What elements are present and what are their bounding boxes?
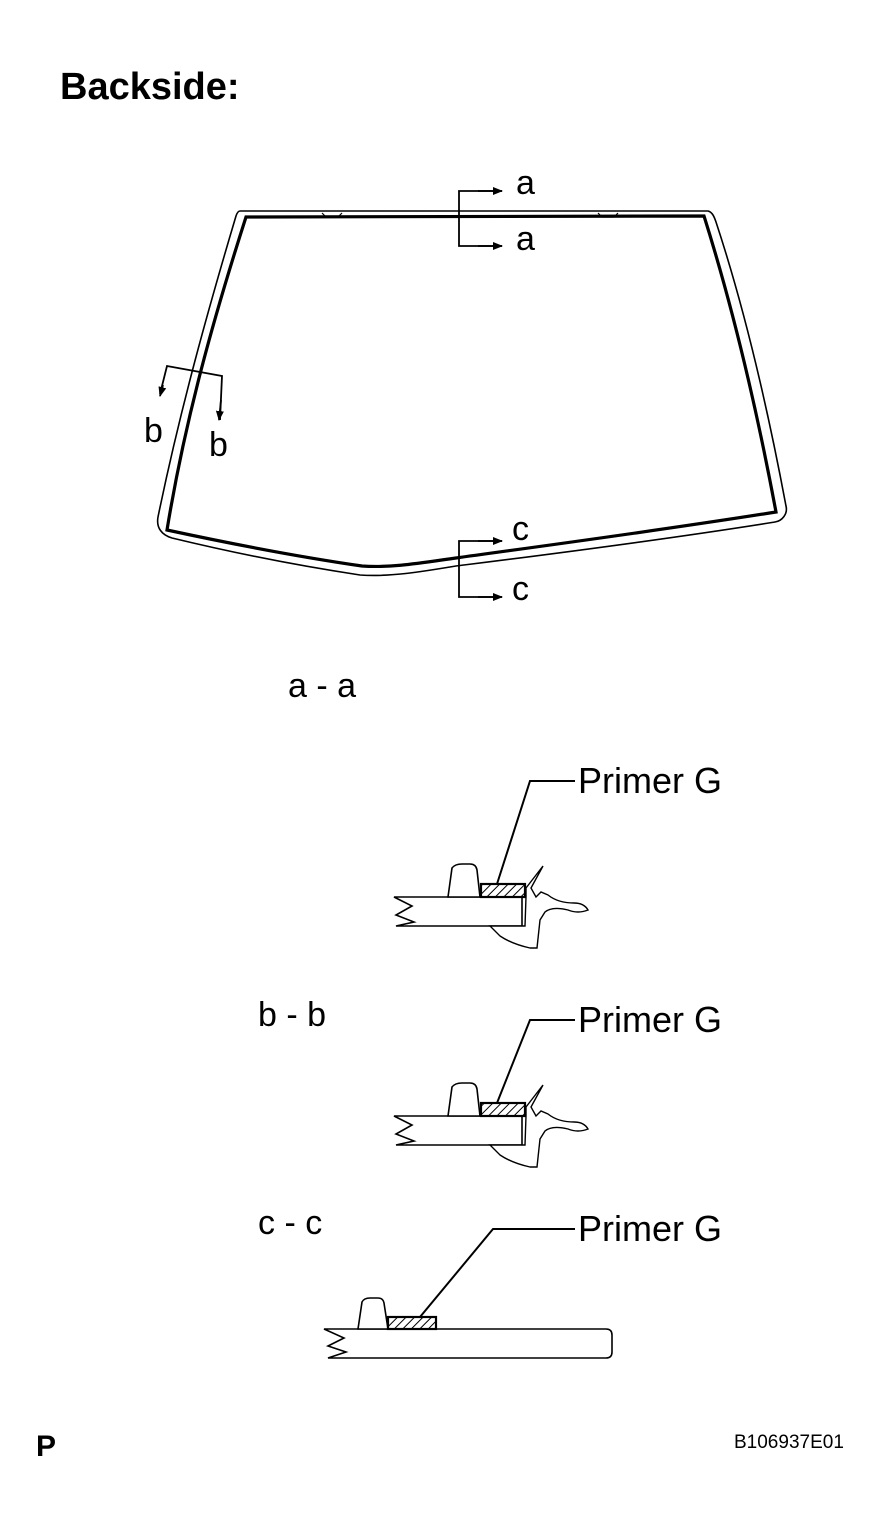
cross-section-a: Primer G	[393, 760, 722, 949]
marker-c-bottom: c	[512, 570, 529, 608]
callout-primer-b: Primer G	[578, 999, 722, 1040]
marker-b-left: b	[144, 412, 163, 450]
windshield-outline	[156, 210, 788, 577]
section-label-a: a - a	[288, 667, 356, 705]
page-title: Backside:	[60, 66, 240, 108]
callout-primer-a: Primer G	[578, 760, 722, 801]
marker-b-right: b	[209, 426, 228, 464]
section-marker-c: c c	[458, 510, 529, 608]
section-marker-a: a a	[458, 164, 535, 258]
section-label-b: b - b	[258, 996, 326, 1034]
primer-band-c	[386, 1315, 438, 1331]
figure-code: B106937E01	[734, 1432, 844, 1453]
corner-letter: P	[36, 1430, 57, 1463]
marker-c-top: c	[512, 510, 529, 548]
section-label-c: c - c	[258, 1204, 322, 1242]
callout-primer-c: Primer G	[578, 1208, 722, 1249]
primer-band-b	[479, 1101, 527, 1118]
primer-band-a	[479, 882, 527, 899]
cross-section-c: Primer G	[323, 1208, 722, 1359]
section-marker-b: b b	[144, 364, 228, 464]
marker-a-bottom: a	[516, 220, 535, 258]
marker-a-top: a	[516, 164, 535, 202]
cross-section-b: Primer G	[393, 999, 722, 1168]
